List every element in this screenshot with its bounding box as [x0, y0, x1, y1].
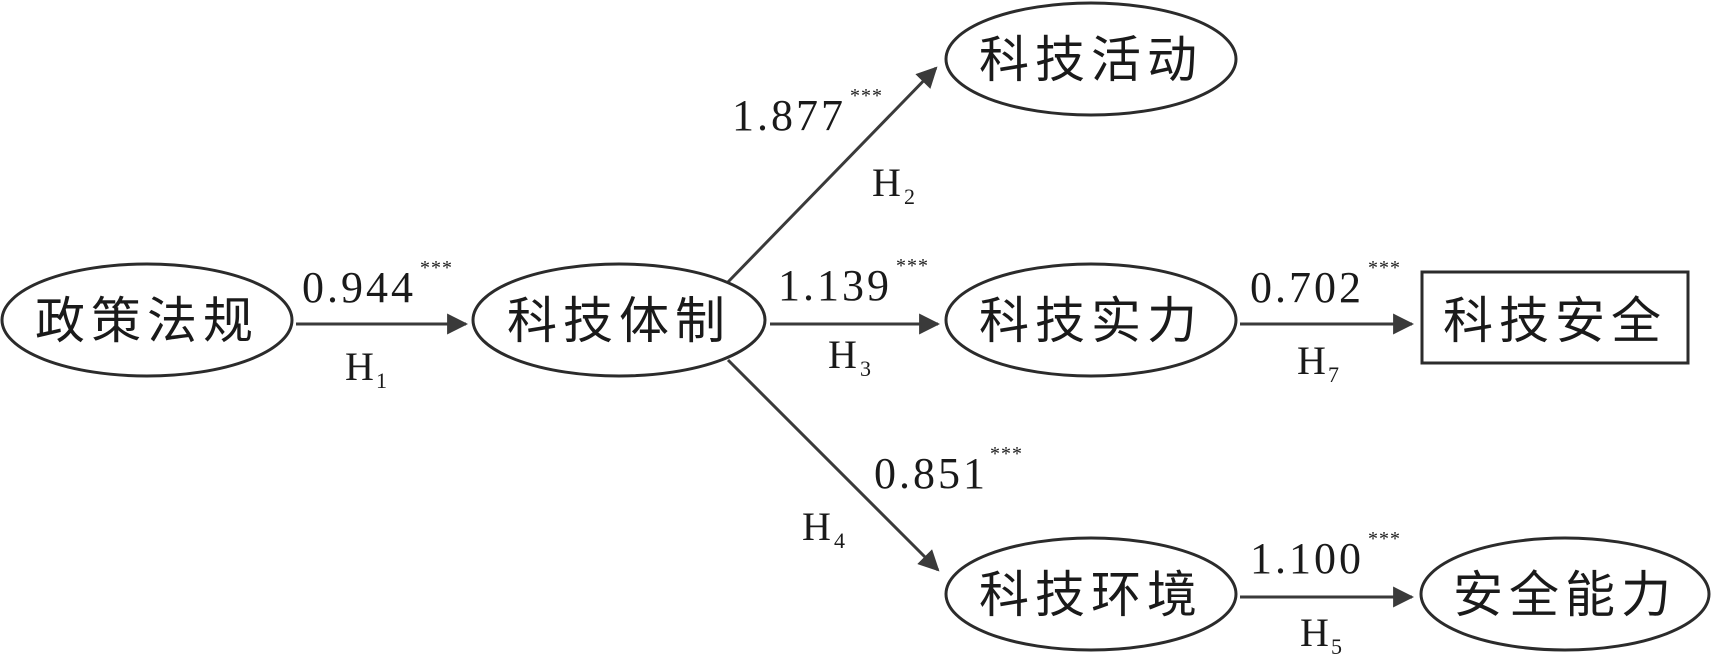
- node-security-label: 科技安全: [1443, 292, 1667, 350]
- edge-h5-coef: 1.100: [1250, 534, 1364, 583]
- edge-h3-hyp-sub: 3: [860, 356, 871, 381]
- edge-h7-coef: 0.702: [1250, 263, 1364, 312]
- node-policy-label: 政策法规: [35, 292, 259, 350]
- node-capability-label: 安全能力: [1453, 566, 1677, 624]
- edge-h4-hyp-sub: 4: [834, 528, 845, 553]
- node-policy: 政策法规: [0, 262, 294, 378]
- edge-h4-sig: ***: [990, 443, 1023, 465]
- edge-h7-hyp-sub: 7: [1328, 362, 1339, 387]
- node-security: 科技安全: [1420, 270, 1690, 365]
- node-system: 科技体制: [471, 262, 767, 378]
- node-environment: 科技环境: [944, 536, 1238, 652]
- node-activity-label: 科技活动: [979, 31, 1203, 89]
- edge-h2-hyp-sub: 2: [904, 184, 915, 209]
- edge-h7-hyp: H: [1297, 338, 1326, 383]
- edge-h1-hyp: H: [345, 344, 374, 389]
- edge-h5-hyp-sub: 5: [1331, 634, 1342, 659]
- node-strength-label: 科技实力: [979, 292, 1203, 350]
- edge-h2-coef: 1.877: [732, 91, 846, 140]
- edge-h4-hyp: H: [802, 504, 831, 549]
- node-strength: 科技实力: [944, 262, 1238, 378]
- edge-h2-sig: ***: [850, 85, 883, 107]
- edge-h4-coef: 0.851: [874, 449, 988, 498]
- edge-h5-hyp: H: [1300, 610, 1329, 655]
- edge-h3-coef: 1.139: [778, 261, 892, 310]
- edge-h4-arrow: [726, 358, 940, 572]
- edge-h3-sig: ***: [896, 255, 929, 277]
- node-capability: 安全能力: [1419, 536, 1711, 652]
- edge-h1-coef: 0.944: [302, 263, 416, 312]
- node-environment-label: 科技环境: [979, 566, 1203, 624]
- edge-h1-sig: ***: [420, 257, 453, 279]
- node-activity: 科技活动: [944, 1, 1238, 117]
- edge-h1-hyp-sub: 1: [376, 368, 387, 393]
- node-system-label: 科技体制: [507, 292, 731, 350]
- edge-h3-hyp: H: [828, 332, 857, 377]
- edge-h2-arrow: [726, 66, 938, 284]
- edge-h5-sig: ***: [1368, 528, 1401, 550]
- edge-h7-sig: ***: [1368, 257, 1401, 279]
- edge-h2-hyp: H: [872, 160, 901, 205]
